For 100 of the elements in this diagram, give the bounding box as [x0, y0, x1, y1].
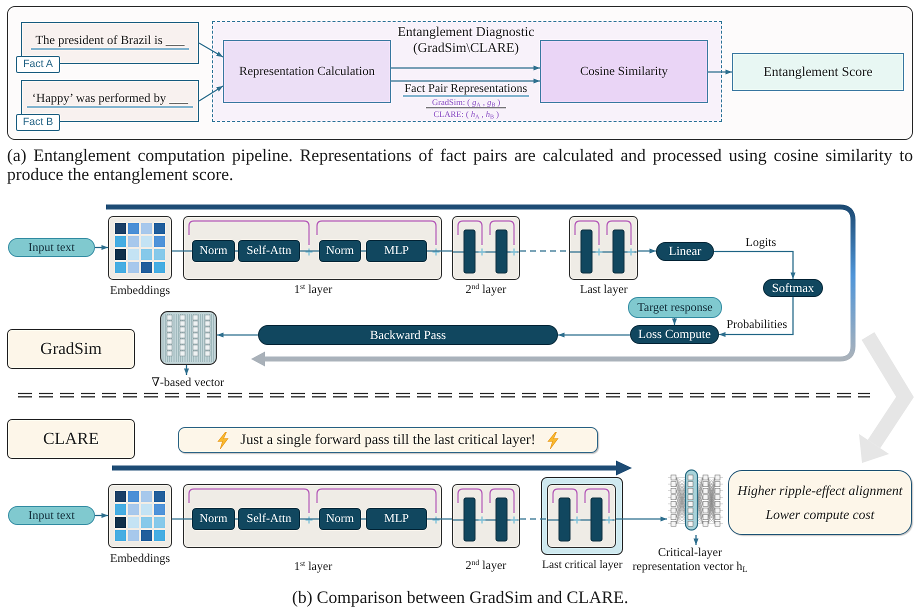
pill-label: Loss Compute [638, 327, 711, 342]
layer-block [319, 508, 361, 530]
connector-line [235, 518, 238, 520]
edge-label: Probabilities [726, 317, 788, 331]
layer-box [452, 216, 520, 280]
figure-caption: (a) Entanglement computation pipeline. Representations of fact pairs are calculated and processed using cosine similarity to produce the entanglement score. [7, 146, 913, 184]
connector-line [427, 250, 452, 252]
arrow [198, 42, 224, 58]
component-caption: Embeddings [110, 551, 170, 565]
arrow [198, 85, 224, 102]
pill-label: Linear [668, 244, 702, 259]
arrow [558, 332, 630, 338]
highlight-frame [541, 477, 623, 555]
edge-label: Fact Pair Representations [402, 82, 530, 97]
process-label: Cosine Similarity [580, 64, 668, 79]
component-caption: 2$^{nd}$ layer [466, 282, 506, 296]
formula-label: CLARE: ( h$_{A}$ , h$_{B}$ ) [434, 108, 499, 118]
layer-block [238, 508, 300, 530]
layer-box [569, 216, 638, 280]
connector-line [172, 518, 192, 520]
outcome-text: Lower compute cost [766, 506, 874, 522]
connector-line [361, 518, 366, 520]
arrow [672, 318, 678, 325]
arrow [708, 69, 732, 75]
score-label: Entanglement Score [763, 64, 873, 80]
tag-label: Fact A [23, 58, 53, 71]
layer-block [319, 240, 361, 262]
outcome-box [728, 470, 912, 535]
method-box [7, 419, 135, 459]
block-label: Self-Attn [246, 512, 292, 526]
operation-pill [258, 325, 558, 345]
arrow [693, 535, 699, 545]
edge-label: Logits [746, 235, 776, 249]
component-caption: Embeddings [110, 283, 170, 297]
component-caption: 1$^{st}$ layer [294, 282, 332, 296]
arrow [391, 78, 540, 84]
fact-tag [16, 114, 60, 131]
layer-block [238, 240, 300, 262]
input-pill [628, 297, 722, 318]
embedding-box [108, 484, 172, 548]
component-caption: Critical-layer representation vector h$_{L}$ [630, 545, 750, 573]
arrow [616, 516, 667, 522]
arrow [217, 332, 258, 338]
arrow [95, 244, 108, 250]
gradient-vector-drawing [160, 311, 217, 365]
connector-line [427, 518, 452, 520]
dashed-group-box [212, 21, 722, 122]
tag-label: Fact B [22, 116, 54, 129]
banner-box [178, 427, 598, 453]
formula-label: GradSim: ( g$_{A}$ , g$_{B}$ ) [432, 97, 500, 107]
layer-box [547, 484, 616, 548]
layer-block [366, 508, 427, 530]
fact-tag [16, 56, 60, 73]
component-caption: ∇-based vector [152, 375, 224, 389]
process-box [223, 40, 391, 103]
group-title: Entanglement Diagnostic (GradSim\CLARE) [396, 24, 536, 56]
connector-line [300, 250, 319, 252]
layer-box [183, 484, 442, 548]
arrow [95, 512, 108, 518]
connector-line [172, 250, 192, 252]
banner-text: Just a single forward pass till the last critical layer! [240, 432, 536, 448]
layer-block [192, 240, 235, 262]
block-label: Norm [326, 512, 354, 526]
process-label: Representation Calculation [239, 64, 375, 79]
arrow [714, 250, 796, 279]
component-caption: Last critical layer [542, 558, 622, 572]
process-box [540, 40, 708, 103]
block-label: Norm [200, 244, 228, 258]
operation-pill [630, 325, 719, 344]
embedding-box [108, 216, 172, 280]
pill-label: Backward Pass [370, 328, 446, 342]
block-label: MLP [384, 512, 409, 526]
block-label: Norm [326, 244, 354, 258]
result-box [732, 53, 904, 91]
block-label: Norm [200, 512, 228, 526]
block-label: Self-Attn [246, 244, 292, 258]
pill-label: Target response [637, 300, 713, 314]
dashed-connector [520, 250, 569, 252]
prompt-text: The president of Brazil is ___ [30, 32, 190, 50]
pill-label: Softmax [772, 280, 814, 296]
layer-box [452, 484, 520, 548]
layer-block [366, 240, 427, 262]
operation-pill [656, 242, 714, 261]
method-label: CLARE [43, 429, 99, 449]
input-pill [8, 238, 95, 257]
input-pill [8, 506, 95, 525]
figure-caption: (b) Comparison between GradSim and CLARE. [292, 588, 628, 607]
connector-line [361, 250, 366, 252]
component-caption: 2$^{nd}$ layer [466, 558, 506, 572]
arrow [391, 65, 540, 71]
outcome-text: Higher ripple-effect alignment [738, 482, 902, 498]
connector-line [235, 250, 238, 252]
method-label: GradSim [40, 339, 102, 359]
component-caption: Last layer [580, 282, 628, 296]
connector-line [300, 518, 319, 520]
operation-pill [763, 279, 823, 297]
pill-label: Input text [28, 508, 75, 522]
layer-box [183, 216, 442, 280]
arrow [638, 248, 656, 254]
arrow [719, 297, 794, 338]
